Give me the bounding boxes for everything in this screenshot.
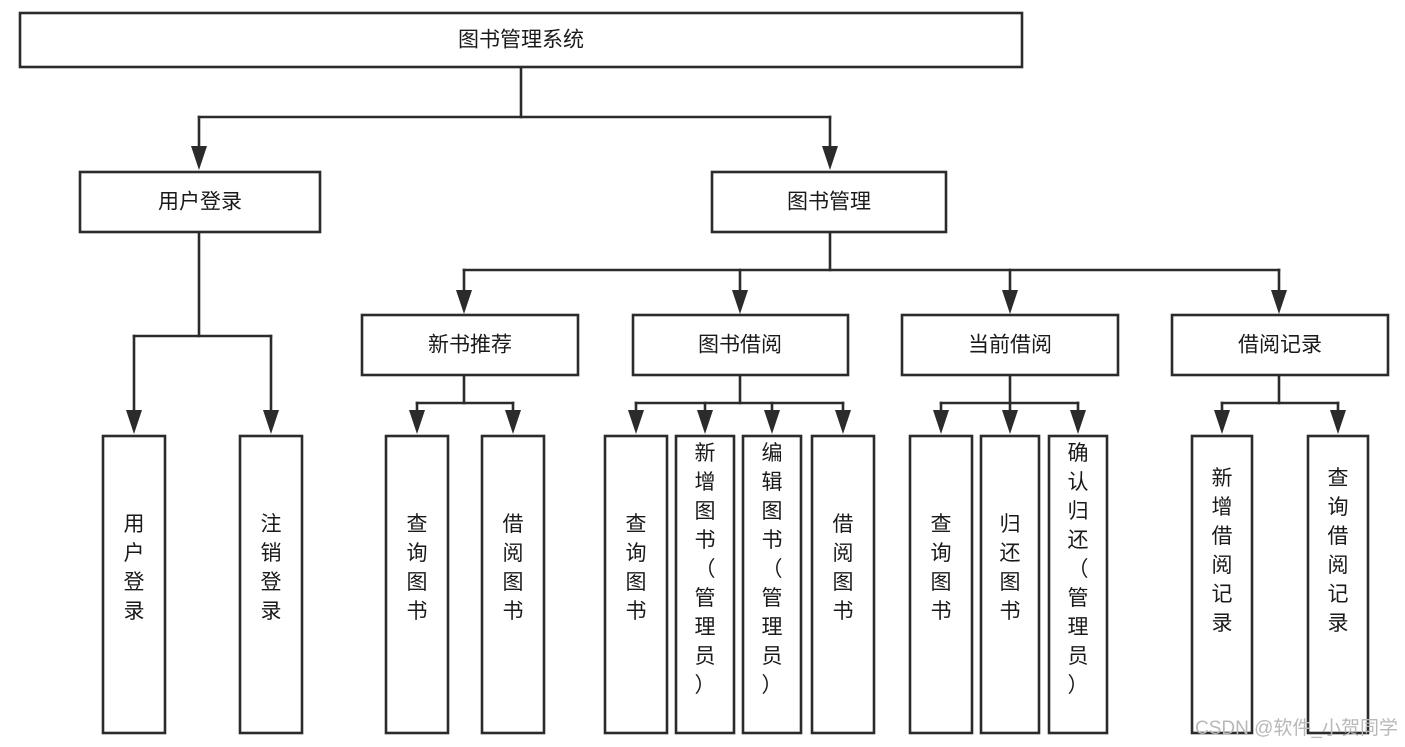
leaf-new-book-borrow-label: 借阅图书 [503, 513, 524, 623]
leaf-node[interactable]: 注销登录 [238, 434, 304, 735]
leaf-node[interactable]: 用户登录 [101, 434, 167, 735]
leaf-user-login-box[interactable] [101, 434, 167, 735]
connector-group-book-manage [456, 230, 1287, 314]
arrow-head-book-borrow-leaf-1 [697, 410, 713, 434]
leaf-node[interactable]: 新增图书（管理员） [674, 434, 736, 735]
node-current-borrow-label: 当前借阅 [968, 334, 1052, 357]
arrow-head-borrow-record [1271, 290, 1287, 314]
leaf-node[interactable]: 查询借阅记录 [1306, 434, 1370, 735]
leaf-user-login-label: 用户登录 [124, 513, 145, 623]
leaf-borrow-edit-book-label: 编辑图书（管理员） [762, 442, 783, 697]
node-user-login[interactable]: 用户登录 [78, 170, 322, 234]
leaf-borrow-borrow-book-label: 借阅图书 [833, 513, 854, 623]
leaf-logout-box[interactable] [238, 434, 304, 735]
leaf-node[interactable]: 编辑图书（管理员） [741, 434, 803, 735]
leaf-current-query-label: 查询图书 [931, 513, 952, 623]
node-new-book-recommend-label: 新书推荐 [428, 334, 512, 357]
node-book-manage-label: 图书管理 [787, 191, 871, 214]
arrow-head-borrow-record-leaf-0 [1214, 410, 1230, 434]
leaf-record-query-box[interactable] [1306, 434, 1370, 735]
node-borrow-record-label: 借阅记录 [1238, 334, 1322, 357]
arrow-head-new-book-leaf-0 [409, 410, 425, 434]
arrow-head-book-borrow-leaf-0 [628, 410, 644, 434]
connector-group-user-login [126, 230, 279, 434]
node-book-borrow-box[interactable] [631, 313, 850, 377]
leaf-logout-label: 注销登录 [261, 513, 282, 623]
leaf-node[interactable]: 新增借阅记录 [1190, 434, 1254, 735]
leaf-record-add-box[interactable] [1190, 434, 1254, 735]
leaf-borrow-query-label: 查询图书 [626, 513, 647, 623]
leaf-node[interactable]: 确认归还（管理员） [1047, 434, 1109, 735]
arrow-head-current-borrow-leaf-0 [933, 410, 949, 434]
leaf-node[interactable]: 借阅图书 [480, 434, 546, 735]
leaf-current-confirm-return-label: 确认归还（管理员） [1068, 442, 1089, 697]
leaf-new-book-query-label: 查询图书 [407, 513, 428, 623]
leaf-borrow-add-book-box[interactable] [674, 434, 736, 735]
arrow-head-current-borrow-leaf-1 [1002, 410, 1018, 434]
arrow-head-book-borrow [732, 290, 748, 314]
arrow-head-book-borrow-leaf-2 [764, 410, 780, 434]
leaf-node[interactable]: 归还图书 [979, 434, 1041, 735]
node-root-system-box[interactable] [18, 11, 1024, 69]
arrow-head-user-login [191, 146, 207, 170]
leaf-borrow-query-box[interactable] [603, 434, 669, 735]
leaf-borrow-borrow-book-box[interactable] [810, 434, 876, 735]
leaf-borrow-edit-book-box[interactable] [741, 434, 803, 735]
watermark-label: CSDN @软件_小贺同学 [1195, 717, 1398, 739]
leaf-current-confirm-return-box[interactable] [1047, 434, 1109, 735]
node-book-borrow-label: 图书借阅 [698, 334, 782, 357]
arrow-head-current-borrow-leaf-2 [1070, 410, 1086, 434]
node-new-book-recommend-box[interactable] [360, 313, 580, 377]
arrow-head-book-manage [822, 146, 838, 170]
node-user-login-label: 用户登录 [158, 191, 242, 214]
leaf-new-book-borrow-box[interactable] [480, 434, 546, 735]
node-book-manage[interactable]: 图书管理 [710, 170, 948, 234]
node-borrow-record[interactable]: 借阅记录 [1170, 313, 1390, 377]
leaf-node[interactable]: 借阅图书 [810, 434, 876, 735]
node-root-system[interactable]: 图书管理系统 [18, 11, 1024, 69]
arrow-head-borrow-record-leaf-1 [1330, 410, 1346, 434]
leaf-node[interactable]: 查询图书 [908, 434, 974, 735]
node-current-borrow[interactable]: 当前借阅 [900, 313, 1120, 377]
leaf-new-book-query-box[interactable] [384, 434, 450, 735]
leaf-record-add-label: 新增借阅记录 [1212, 467, 1233, 635]
connector-group-current-borrow [933, 373, 1086, 434]
connector-group-book-borrow [628, 373, 851, 434]
leaf-current-query-box[interactable] [908, 434, 974, 735]
connector-group-new-book [409, 373, 521, 434]
node-root-system-label: 图书管理系统 [458, 29, 584, 52]
leaf-borrow-add-book-label: 新增图书（管理员） [695, 442, 716, 697]
arrow-head-user-login-leaf-0 [126, 410, 142, 434]
connector-group-root [191, 65, 838, 170]
node-book-manage-box[interactable] [710, 170, 948, 234]
node-book-borrow[interactable]: 图书借阅 [631, 313, 850, 377]
leaf-current-return-label: 归还图书 [1000, 513, 1021, 623]
node-current-borrow-box[interactable] [900, 313, 1120, 377]
leaf-record-query-label: 查询借阅记录 [1328, 467, 1349, 635]
arrow-head-user-login-leaf-1 [263, 410, 279, 434]
arrow-head-new-book-leaf-1 [505, 410, 521, 434]
arrow-head-new-book [456, 290, 472, 314]
leaf-node[interactable]: 查询图书 [384, 434, 450, 735]
leaf-node[interactable]: 查询图书 [603, 434, 669, 735]
node-borrow-record-box[interactable] [1170, 313, 1390, 377]
arrow-head-current-borrow [1002, 290, 1018, 314]
node-new-book-recommend[interactable]: 新书推荐 [360, 313, 580, 377]
connector-group-borrow-record [1214, 373, 1346, 434]
arrow-head-book-borrow-leaf-3 [835, 410, 851, 434]
node-user-login-box[interactable] [78, 170, 322, 234]
leaf-current-return-box[interactable] [979, 434, 1041, 735]
